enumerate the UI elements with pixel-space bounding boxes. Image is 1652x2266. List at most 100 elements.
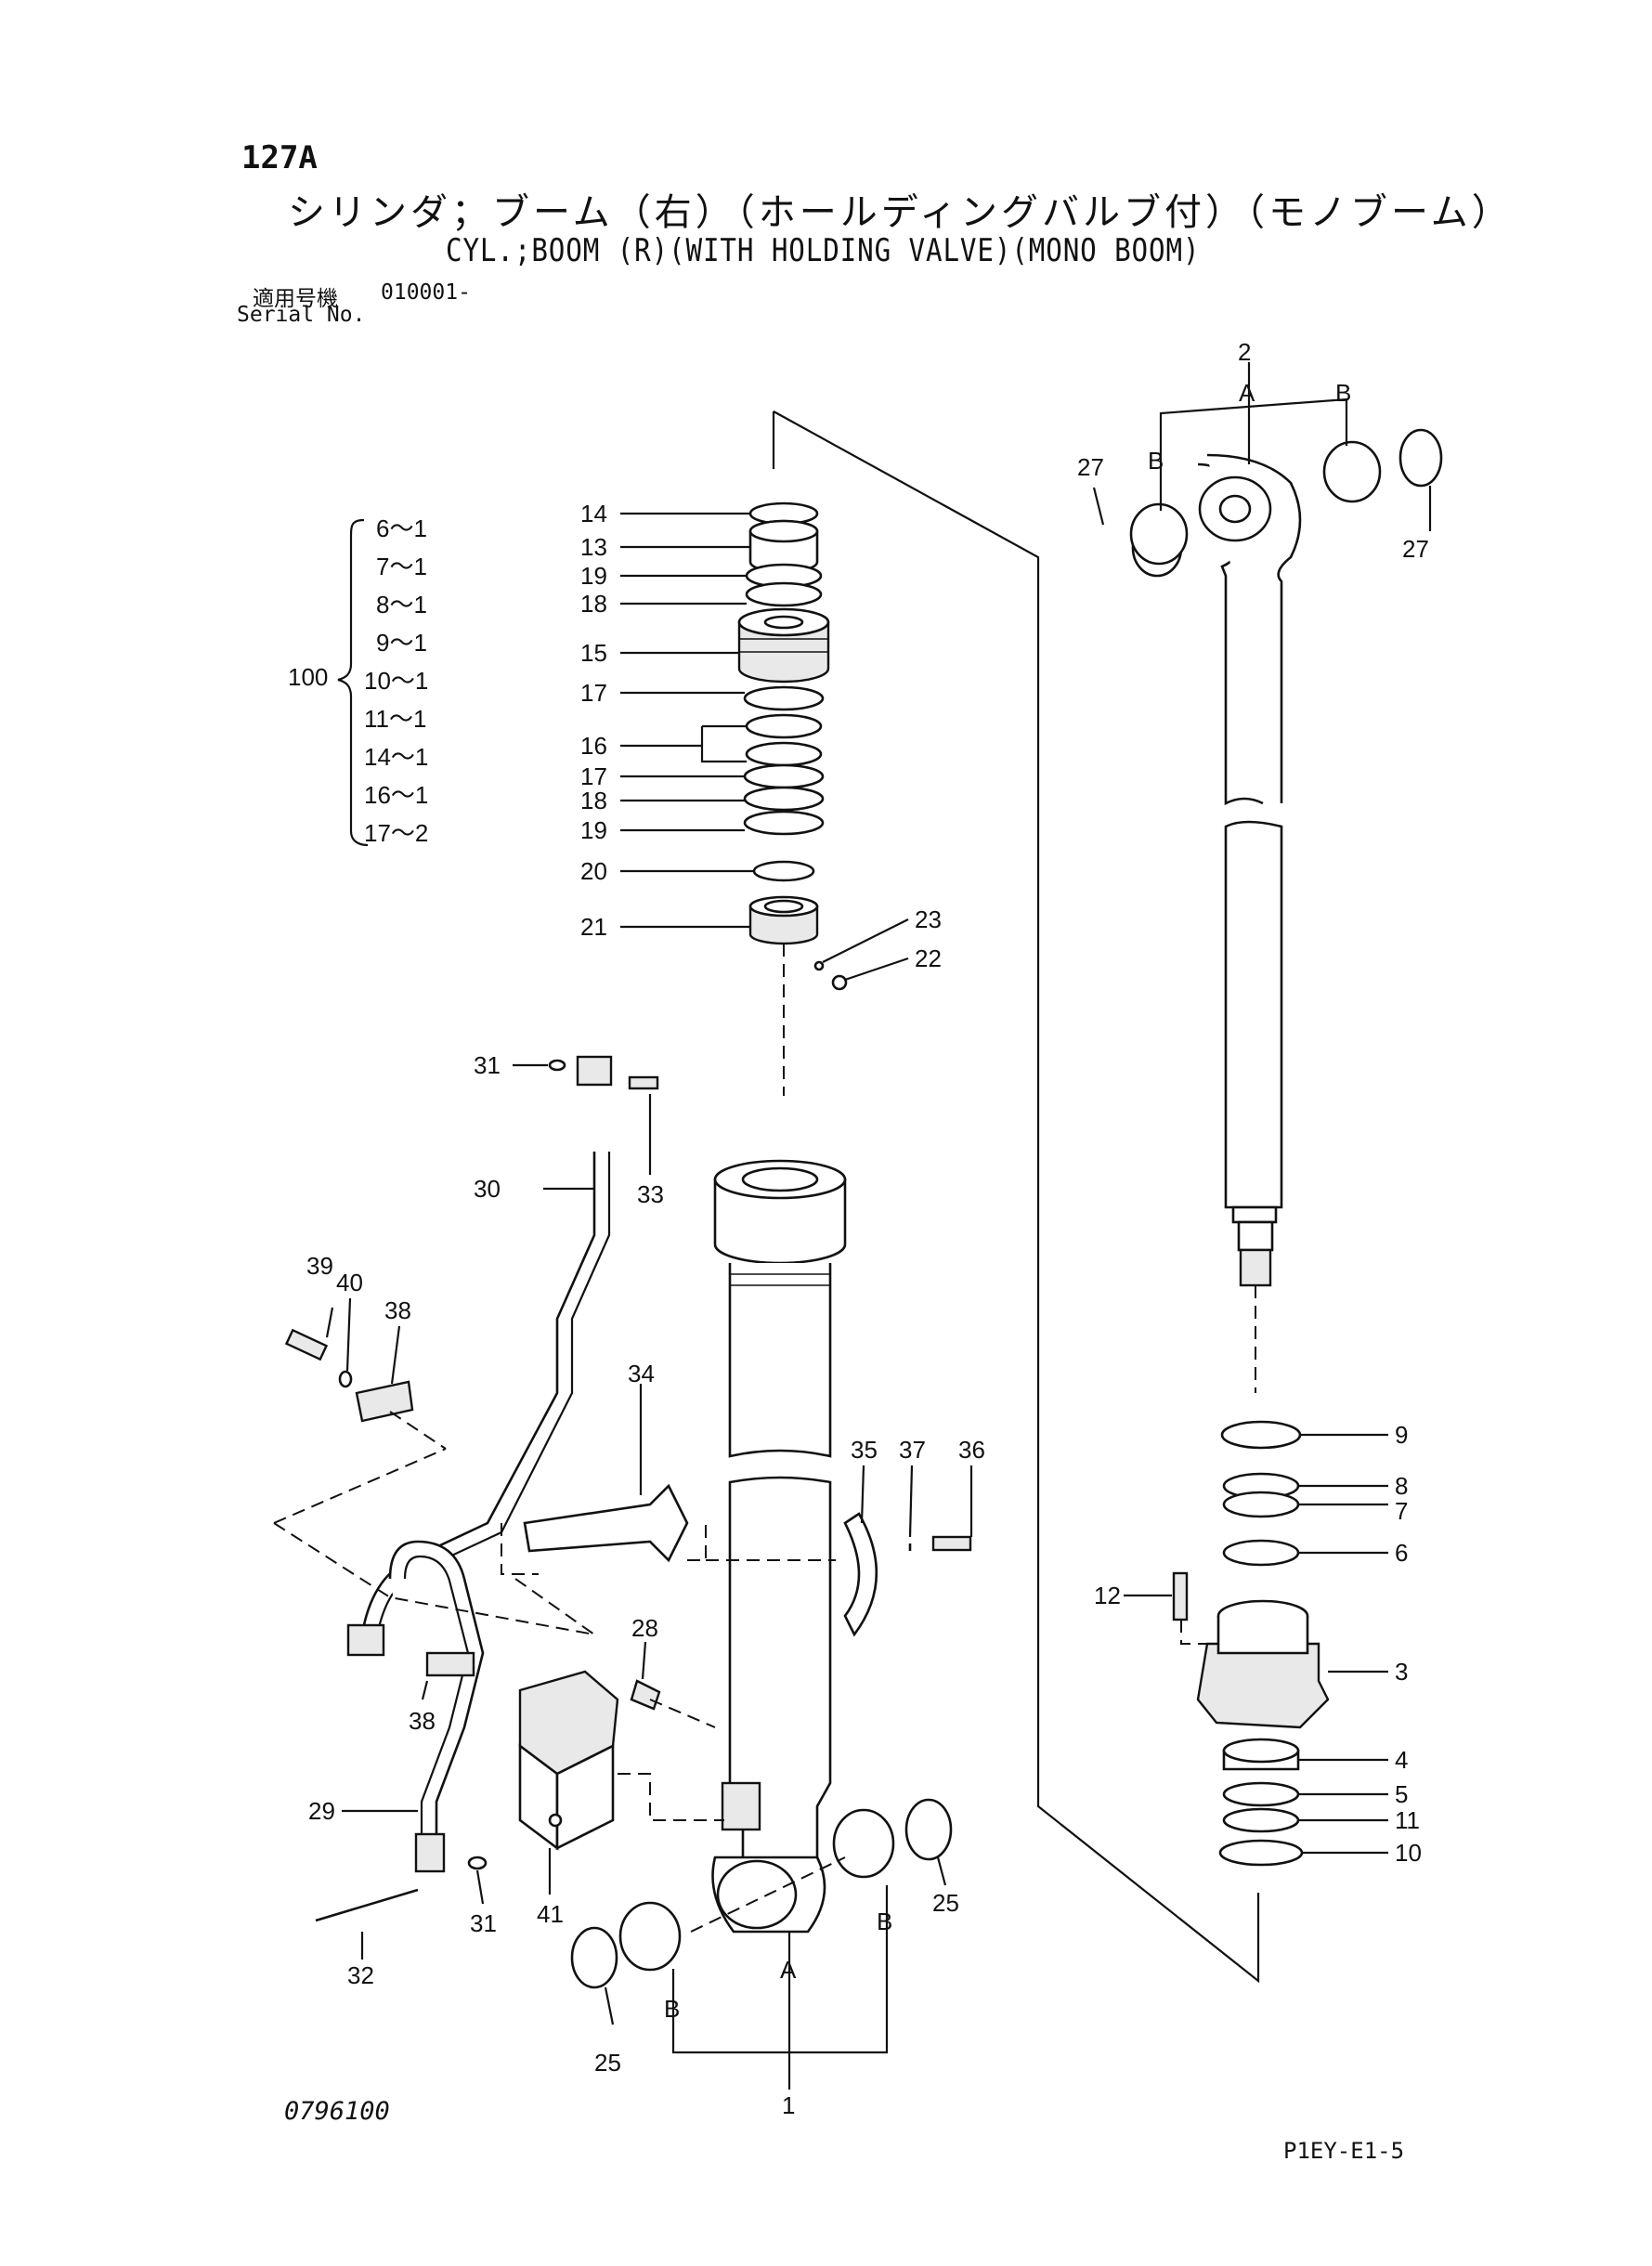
- tube-upper: [728, 1263, 832, 1458]
- pipe-29-edge: [403, 1555, 470, 1848]
- callout: 14: [580, 500, 607, 527]
- leader: [860, 1465, 865, 1524]
- serial-label-japanese: 適用号機: [253, 287, 338, 311]
- assembly-dashline: [501, 1523, 539, 1575]
- kit-item: 8～1: [376, 591, 427, 619]
- leader: [345, 1297, 352, 1372]
- rod-bottom-callouts: 9 8 7 6 12 3 4 5 11 10: [1094, 1421, 1422, 1867]
- kit-brace: [337, 518, 369, 847]
- pipe-29-flange: [414, 1832, 446, 1873]
- callout: 33: [637, 1180, 664, 1208]
- callout: 17: [580, 679, 607, 707]
- kit-item: 17～2: [364, 819, 428, 847]
- leader: [475, 1869, 485, 1905]
- kit-item: 11～1: [364, 705, 426, 733]
- serial-label-english: Serial No.: [237, 303, 366, 327]
- oring-31-bottom: [467, 1856, 488, 1870]
- clamp-38: [355, 1380, 414, 1423]
- callout: 1: [782, 2091, 795, 2119]
- callout: 31: [474, 1051, 501, 1079]
- callout: 16: [580, 732, 607, 760]
- callout: A: [780, 1956, 797, 1984]
- drawing-number: 0796100: [284, 2097, 390, 2126]
- callout: 4: [1395, 1746, 1408, 1774]
- valve-callouts: 28 38 29 31 41 32: [308, 1614, 658, 1989]
- callout: 2: [1238, 338, 1251, 366]
- callout: 18: [580, 787, 607, 814]
- bracket-callouts: 39 40 38 34 35 37 36: [306, 1252, 985, 1538]
- tube-port-block: [721, 1781, 761, 1831]
- clamp-38-lower: [425, 1651, 475, 1677]
- callout: 36: [958, 1436, 985, 1464]
- ring-7: [1222, 1491, 1300, 1518]
- pipe-30-flange: [346, 1623, 385, 1657]
- callout: 32: [347, 1961, 374, 1989]
- kit-item: 9～1: [376, 629, 427, 657]
- callout: A: [1239, 379, 1255, 407]
- pipe-callouts: 31 30 33: [474, 1051, 664, 1208]
- bushing-b-right: [832, 1808, 895, 1879]
- callout: 25: [932, 1889, 959, 1917]
- rod-cover-neck: [1216, 1616, 1309, 1655]
- callout: 23: [915, 905, 942, 933]
- bolt-36: [931, 1535, 972, 1552]
- ring-18b: [743, 786, 825, 812]
- callout: 15: [580, 639, 607, 667]
- seal-27-right: [1398, 428, 1443, 488]
- holding-valve: [518, 1670, 724, 1851]
- callout: 7: [1395, 1497, 1408, 1525]
- callout: 31: [470, 1909, 497, 1937]
- clamp-35: [843, 1512, 878, 1637]
- callout: 9: [1395, 1421, 1408, 1449]
- kit-item: 7～1: [376, 553, 427, 580]
- callout: 28: [631, 1614, 658, 1642]
- leader: [390, 1325, 401, 1385]
- bushing-4-top: [1222, 1738, 1300, 1764]
- tube-flange-bore: [741, 1166, 819, 1192]
- page-number: 127A: [241, 139, 318, 176]
- ring-5: [1222, 1781, 1300, 1807]
- bolt-33-body: [628, 1075, 659, 1090]
- leader: [641, 1641, 647, 1680]
- assembly-dashline: [1180, 1620, 1207, 1645]
- leader: [325, 1307, 334, 1338]
- rod-thread: [1239, 1248, 1272, 1287]
- callout: 29: [308, 1797, 335, 1825]
- cylinder-tube: [570, 1159, 953, 1989]
- callout: 34: [628, 1360, 655, 1387]
- callout: 17: [580, 762, 607, 790]
- assembly-frame-line: [773, 410, 1260, 1984]
- callout: 19: [580, 562, 607, 590]
- leader: [604, 1986, 615, 2025]
- pipe-flange-top: [576, 1055, 613, 1087]
- assembly-dashline: [273, 1411, 595, 1635]
- kit-id-label: 100: [288, 663, 328, 691]
- kit-100-group: 100 6～1 7～1 8～1 9～1 10～1 11～1 14～1 16～1 …: [288, 514, 428, 847]
- rod-head-right: [1206, 453, 1302, 803]
- bushing-b-left: [618, 1901, 682, 1972]
- tube-eye-bore: [716, 1859, 798, 1930]
- oring-17b: [743, 763, 825, 789]
- bushing-13-top: [748, 519, 819, 543]
- screw-22: [831, 974, 848, 991]
- ring-20: [752, 860, 815, 882]
- nut-21-bore: [763, 899, 804, 914]
- callout: 38: [384, 1296, 411, 1324]
- leader: [421, 1680, 429, 1700]
- callout: 8: [1395, 1472, 1408, 1500]
- ring-19b: [743, 810, 825, 836]
- seal-stack-callouts: 14 13 19 18 15 17 16 17 18 19 20 21 23 2…: [580, 500, 942, 982]
- piston-rod: [1129, 428, 1443, 1393]
- callout: 38: [409, 1707, 436, 1735]
- bracket-34: [523, 1483, 689, 1563]
- callout: 20: [580, 857, 607, 885]
- callout: 3: [1395, 1658, 1408, 1686]
- tube-flange: [713, 1178, 847, 1265]
- callout: 27: [1077, 453, 1104, 481]
- seal-stack: [737, 501, 848, 1096]
- bushing-b-rod-left: [1129, 502, 1189, 566]
- bolt-39: [284, 1328, 329, 1361]
- callout: 18: [580, 590, 607, 618]
